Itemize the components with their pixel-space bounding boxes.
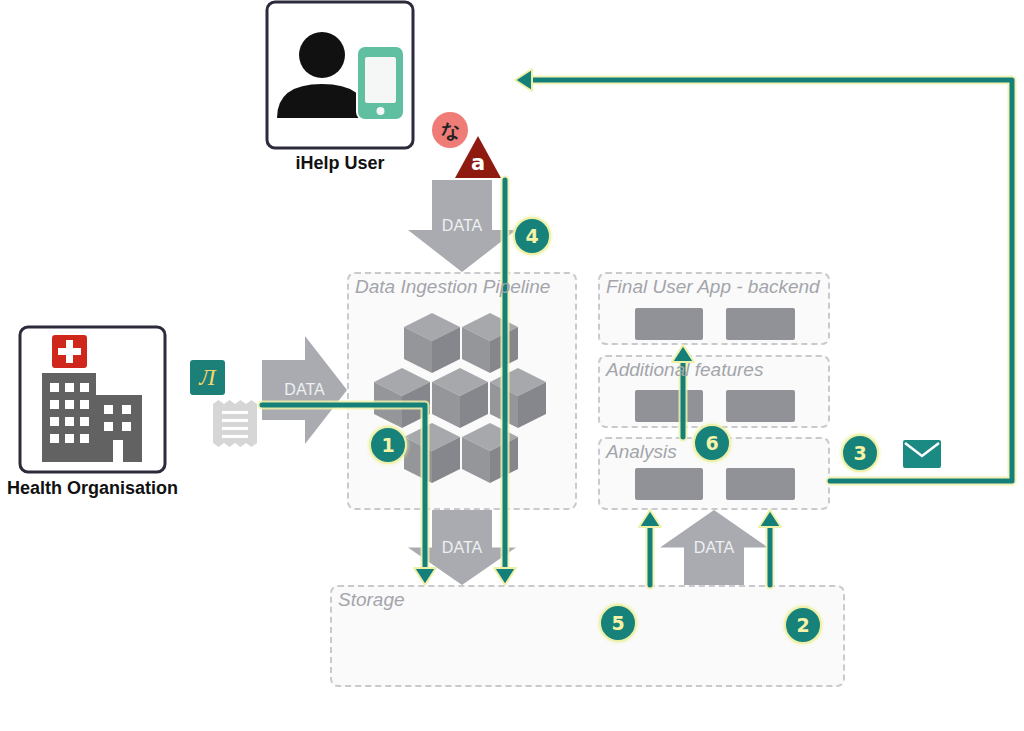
data-label: DATA	[284, 381, 324, 399]
group-box: Final User App - backend	[598, 272, 830, 345]
callout-number: 3	[841, 434, 879, 472]
data-arrow	[660, 510, 768, 585]
data-arrow	[262, 336, 347, 444]
flow-arrow	[759, 510, 781, 585]
phone-icon	[357, 46, 404, 120]
document-icon	[213, 400, 257, 447]
envelope-icon	[903, 440, 941, 468]
group-box: Storage	[330, 585, 845, 687]
hospital-icon	[42, 335, 142, 462]
flow-arrow	[639, 510, 661, 585]
icon-glyph: a	[462, 148, 494, 178]
data-label: DATA	[694, 539, 734, 557]
group-title: Data Ingestion Pipeline	[355, 276, 550, 298]
callout-number: 6	[693, 424, 731, 462]
group-title: Final User App - backend	[606, 276, 820, 298]
actor-frame	[267, 2, 413, 148]
data-arrow	[408, 180, 516, 272]
actor-label: Health Organisation	[5, 478, 180, 499]
data-label: DATA	[442, 217, 482, 235]
icon-glyph: な	[432, 112, 468, 148]
group-title: Additional features	[606, 359, 763, 381]
group-title: Storage	[338, 589, 405, 611]
icon-glyph: Л	[190, 360, 225, 395]
callout-number: 2	[784, 606, 822, 644]
data-label: DATA	[442, 539, 482, 557]
group-box: Additional features	[598, 355, 830, 428]
person-icon	[277, 32, 367, 118]
group-title: Analysis	[606, 441, 677, 463]
flow-arrow	[515, 69, 1012, 481]
callout-number: 4	[513, 217, 551, 255]
actor-label: iHelp User	[265, 153, 415, 174]
callout-number: 5	[599, 604, 637, 642]
actor-frame	[20, 327, 165, 472]
callout-number: 1	[369, 426, 407, 464]
